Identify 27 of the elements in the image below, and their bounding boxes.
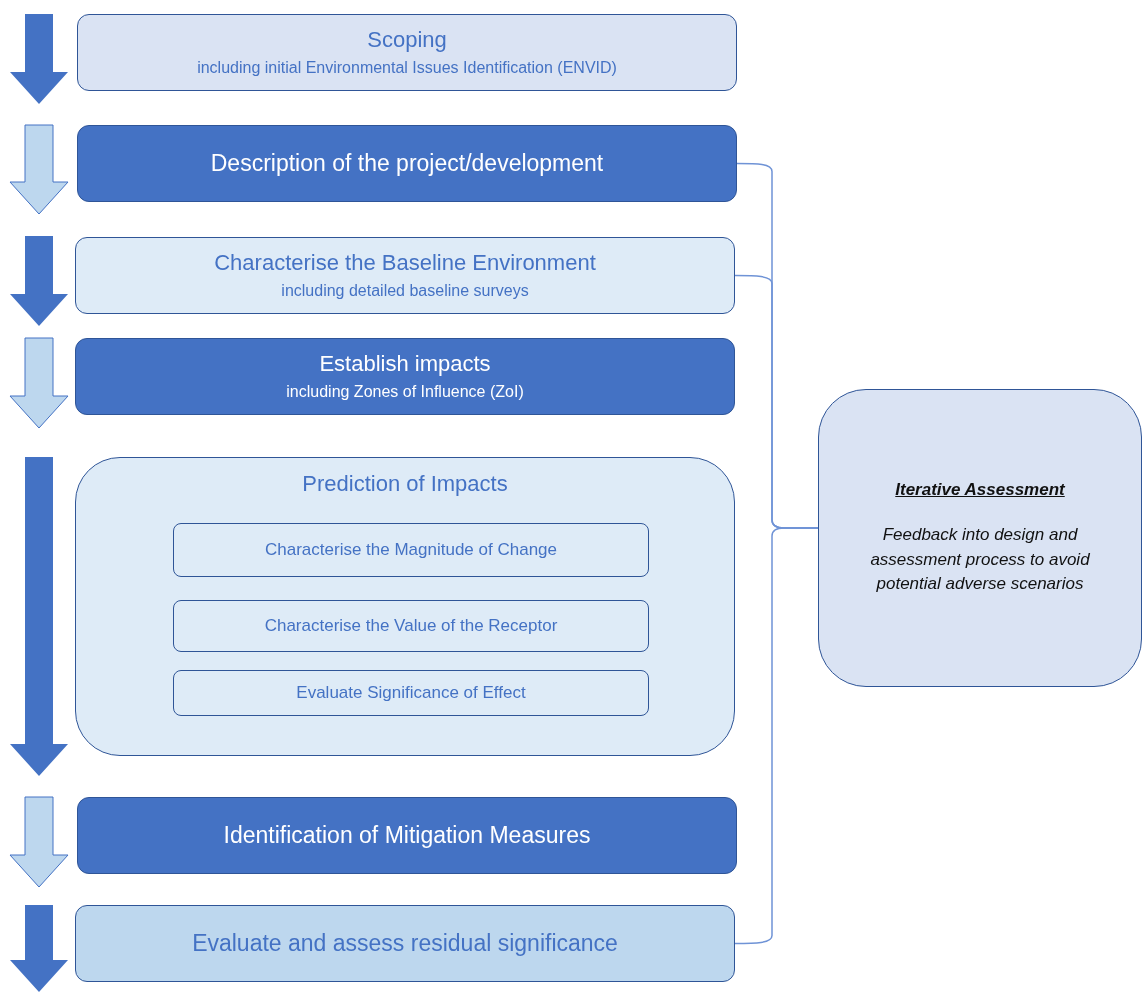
- step-box: [173, 600, 649, 652]
- step-box: [173, 523, 649, 577]
- step-title: Evaluate and assess residual significance: [192, 929, 618, 958]
- step-box: [77, 797, 737, 874]
- step-subtitle: including detailed baseline surveys: [281, 280, 529, 301]
- note-text: Feedback into design and assessment process to avoid potential adverse scenarios: [869, 524, 1091, 596]
- note-box: [818, 389, 1142, 687]
- step-title: Identification of Mitigation Measures: [223, 821, 591, 850]
- step-title: Prediction of Impacts: [302, 470, 508, 498]
- note-heading: Iterative Assessment: [895, 479, 1065, 501]
- step-box: [173, 670, 649, 716]
- step-subtitle: including Zones of Influence (ZoI): [286, 381, 524, 402]
- group-box: [75, 457, 735, 756]
- step-title: Characterise the Magnitude of Change: [265, 539, 557, 561]
- step-box: [77, 125, 737, 202]
- step-title: Scoping: [367, 26, 447, 54]
- step-title: Evaluate Significance of Effect: [296, 682, 526, 704]
- step-box: [75, 338, 735, 415]
- step-title: Characterise the Value of the Receptor: [264, 615, 558, 637]
- step-title: Description of the project/development: [210, 149, 604, 178]
- step-subtitle: including initial Environmental Issues Identification (ENVID): [197, 57, 617, 78]
- step-box: [77, 14, 737, 91]
- step-title: Characterise the Baseline Environment: [214, 249, 596, 277]
- step-title: Establish impacts: [319, 350, 491, 378]
- step-box: [75, 237, 735, 314]
- step-box: [75, 905, 735, 982]
- bracket-line: [734, 527, 819, 945]
